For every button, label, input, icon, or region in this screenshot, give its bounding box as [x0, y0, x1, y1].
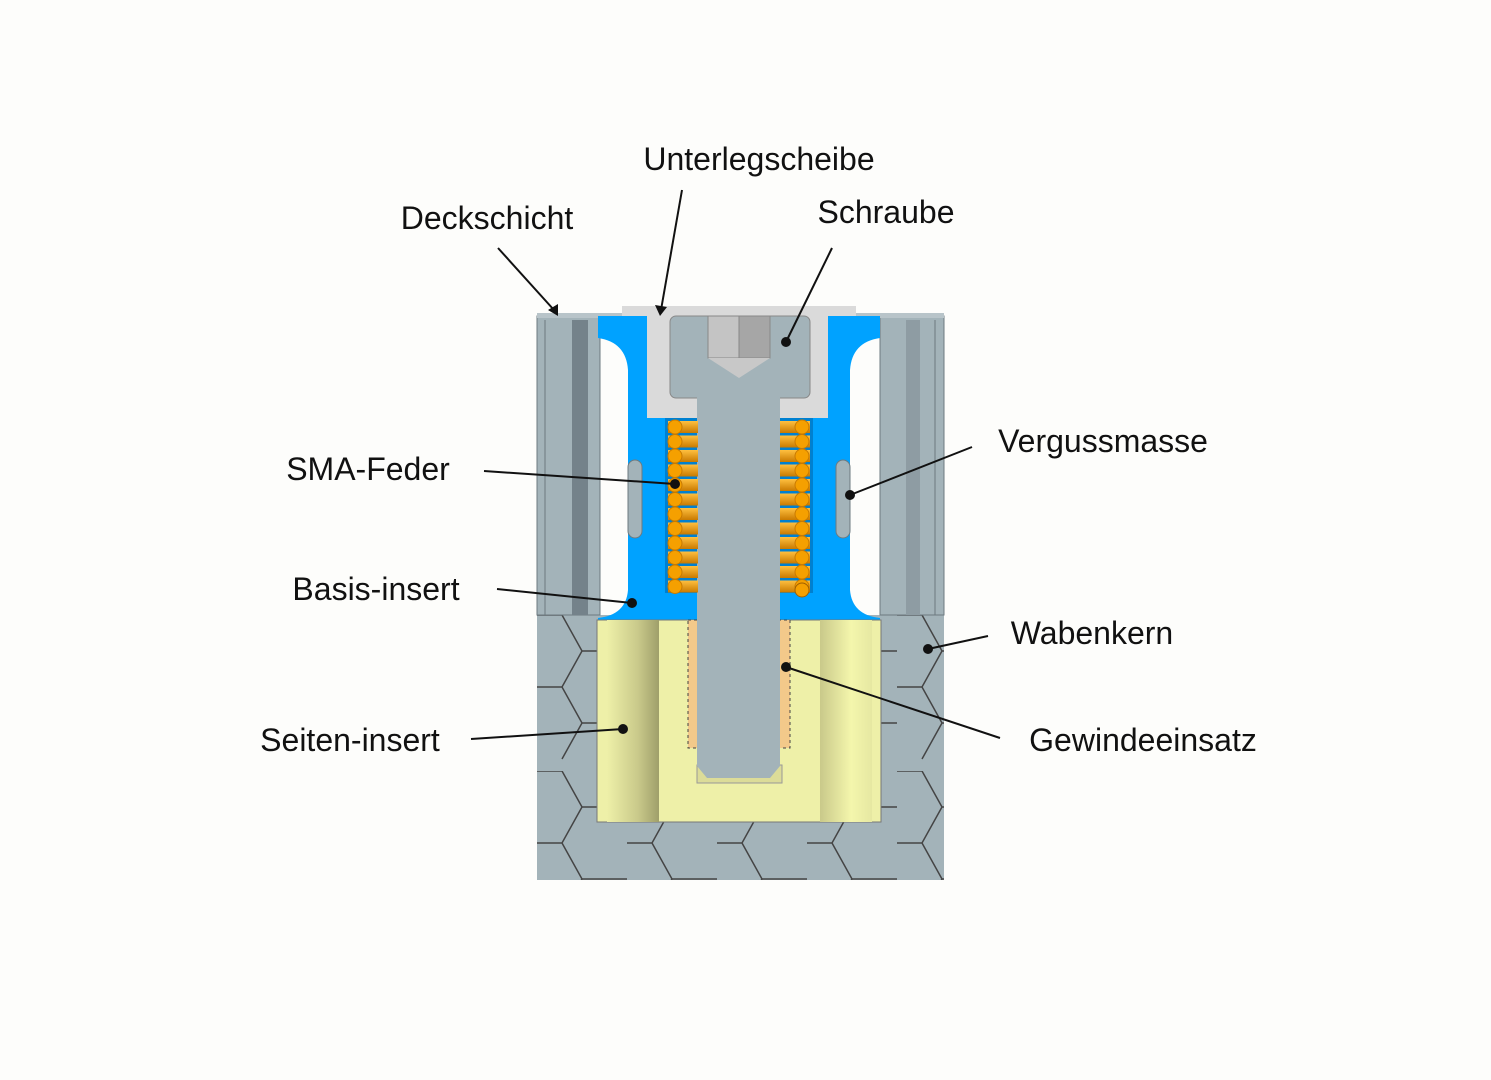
label-sma-spring: SMA-Feder [286, 451, 450, 487]
spring-coil-section [667, 550, 683, 565]
spring-coil-section [667, 448, 683, 464]
spring-coil-section [794, 521, 810, 536]
label-base-insert: Basis-insert [292, 571, 459, 607]
spring-coil-section [667, 492, 683, 507]
spring-coil-section [794, 535, 810, 551]
spring-coil-section [667, 434, 683, 449]
spring-coil-section [794, 492, 810, 507]
spring-coil-section [667, 419, 683, 435]
label-washer: Unterlegscheibe [643, 141, 874, 177]
spring-coil-section [794, 448, 810, 464]
screw [669, 315, 811, 778]
spring-coil-section [794, 463, 810, 478]
spring-end [794, 582, 810, 598]
spring-coil-section [794, 506, 810, 522]
sma-spring [667, 419, 810, 598]
spring-coil-section [794, 477, 810, 493]
spring-coil-section [667, 579, 683, 594]
spring-coil-section [667, 535, 683, 551]
label-side-insert: Seiten-insert [260, 722, 440, 758]
spring-coil-section [667, 463, 683, 478]
leader-lines [470, 189, 1001, 740]
spring-coil-section [667, 506, 683, 522]
spring-coil-section [794, 550, 810, 565]
label-screw: Schraube [818, 194, 955, 230]
label-honeycomb: Wabenkern [1011, 615, 1173, 651]
label-potting: Vergussmasse [998, 423, 1208, 459]
spring-coil-section [794, 564, 810, 580]
label-thread-insert: Gewindeeinsatz [1029, 722, 1257, 758]
label-face-sheet: Deckschicht [401, 200, 574, 236]
spring-coil-section [794, 419, 810, 435]
spring-coil-section [794, 434, 810, 449]
spring-coil-section [667, 564, 683, 580]
spring-coil-section [667, 521, 683, 536]
